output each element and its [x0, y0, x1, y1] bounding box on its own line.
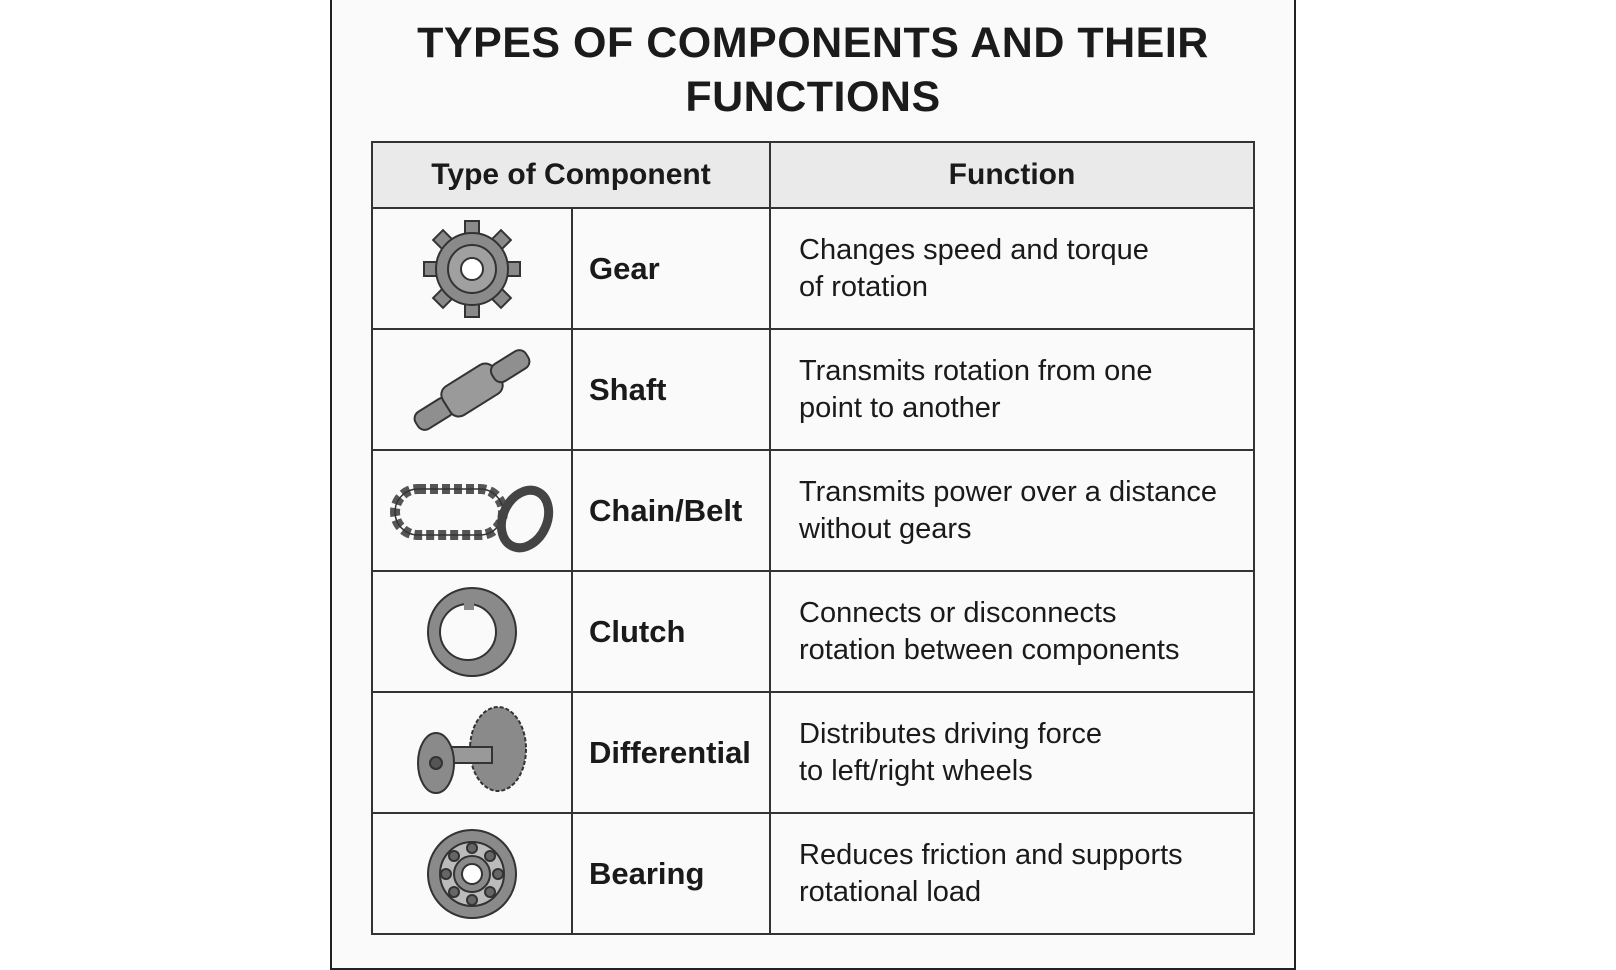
chain-belt-icon [371, 449, 573, 572]
header-component: Type of Component [371, 141, 771, 209]
page-title: TYPES OF COMPONENTS AND THEIR FUNCTIONS [330, 16, 1296, 124]
component-name: Gear [571, 207, 771, 330]
header-function: Function [769, 141, 1255, 209]
title-line-1: TYPES OF COMPONENTS AND THEIR [417, 19, 1209, 67]
clutch-icon [371, 570, 573, 693]
component-name: Bearing [571, 812, 771, 935]
component-name: Clutch [571, 570, 771, 693]
component-name: Shaft [571, 328, 771, 451]
gear-icon [371, 207, 573, 330]
component-name: Chain/Belt [571, 449, 771, 572]
components-table: Type of Component Function Gear C [371, 141, 1255, 935]
shaft-icon [371, 328, 573, 451]
differential-icon [371, 691, 573, 814]
table-row: Chain/Belt Transmits power over a distan… [371, 449, 1255, 572]
table-header-row: Type of Component Function [371, 141, 1255, 209]
component-name: Differential [571, 691, 771, 814]
bearing-icon [371, 812, 573, 935]
title-line-2: FUNCTIONS [685, 73, 941, 121]
